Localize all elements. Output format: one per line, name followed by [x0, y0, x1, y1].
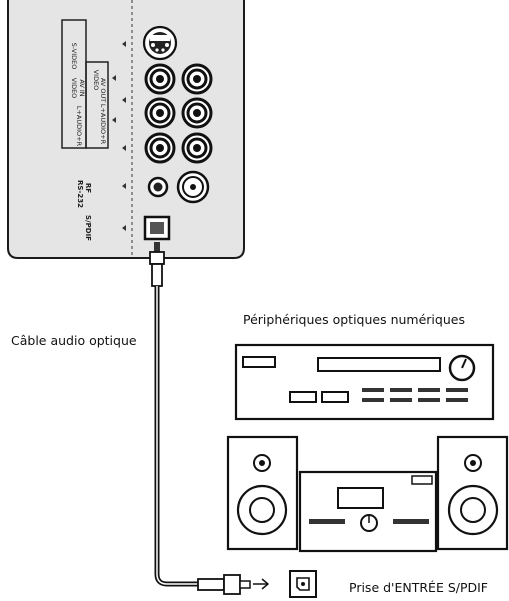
coax-rf-port-icon [176, 170, 210, 204]
tv-back-panel: S-VIDEO VIDEO AV IN L+AUDIO+R VIDEO AV O… [7, 0, 245, 259]
digital-devices-caption: Périphériques optiques numériques [243, 312, 465, 327]
rca-jack-icon [181, 132, 213, 164]
label-av-out: AV OUT [99, 78, 107, 102]
label-video-out: VIDEO [92, 70, 100, 91]
panel-arrow-markers [112, 41, 126, 231]
stereo-system [226, 435, 509, 553]
label-av-in: AV IN [78, 79, 86, 96]
label-video-in: VIDEO [70, 78, 78, 99]
av-receiver-icon [234, 343, 495, 421]
label-rs232: RS-232 [76, 180, 84, 208]
label-l-audio-r-in: L+AUDIO+R [75, 106, 83, 147]
label-spdif: S/PDIF [84, 215, 92, 241]
s-video-port-icon [142, 25, 178, 61]
label-rf: RF [84, 183, 92, 193]
optical-plug-icon [197, 574, 270, 595]
rs232-jack-icon [147, 176, 169, 198]
speaker-icon [226, 435, 299, 551]
rca-jack-icon [144, 132, 176, 164]
rca-jack-icon [144, 97, 176, 129]
optical-cable [149, 242, 270, 595]
speaker-icon [436, 435, 509, 551]
rca-jack-icon [144, 63, 176, 95]
label-l-audio-r-out: L+AUDIO+R [99, 104, 107, 145]
spdif-input-jack-icon [289, 570, 317, 598]
label-s-video: S-VIDEO [70, 43, 78, 70]
optical-cable-caption: Câble audio optique [11, 333, 137, 348]
stereo-system-icon [298, 470, 438, 553]
rca-jack-icon [181, 63, 213, 95]
spdif-input-jack-caption: Prise d'ENTRÉE S/PDIF [349, 580, 489, 595]
rca-jack-icon [181, 97, 213, 129]
optical-toslink-port-icon [143, 215, 171, 241]
optical-plug-icon [149, 242, 165, 287]
